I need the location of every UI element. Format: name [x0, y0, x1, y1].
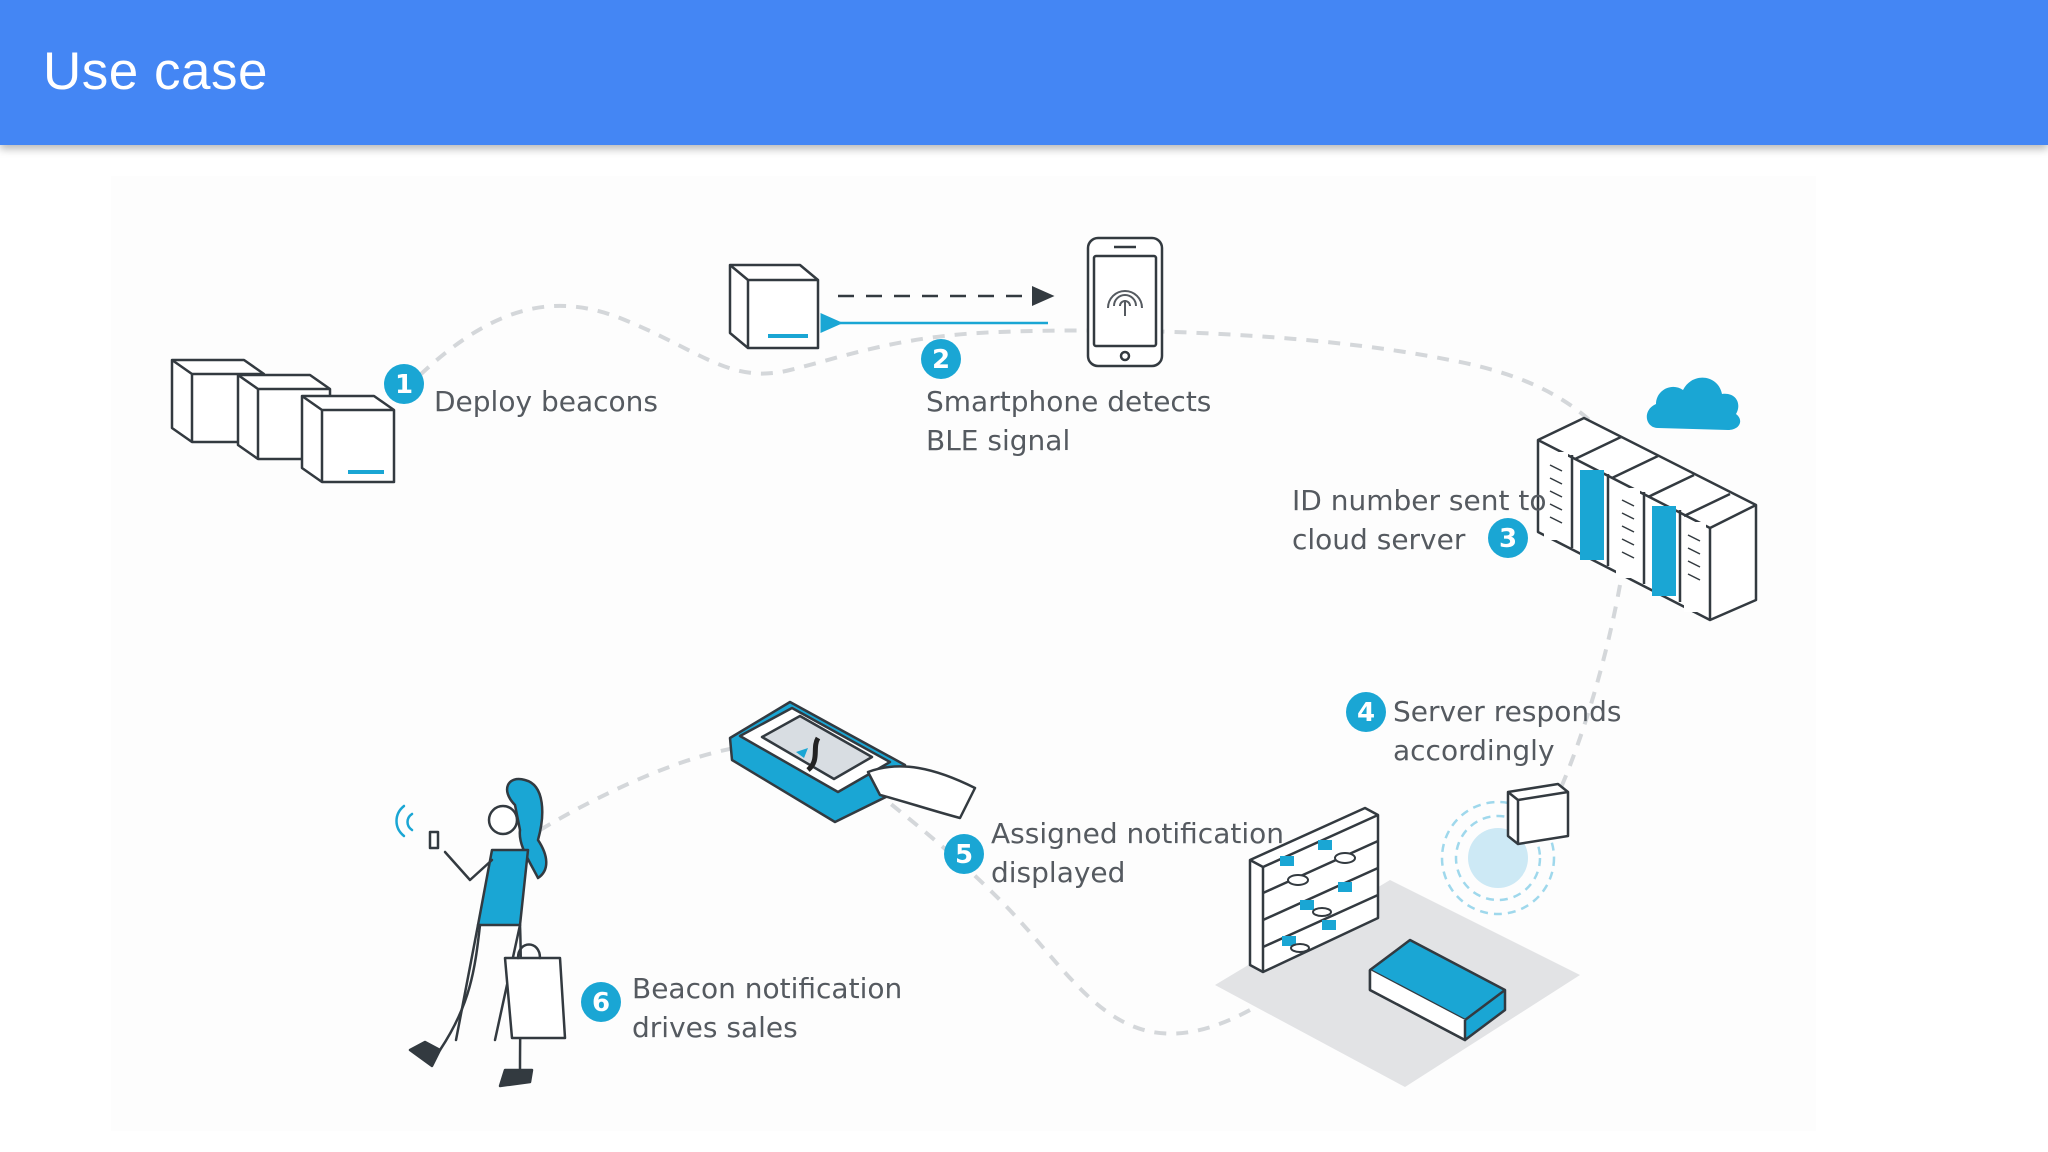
step-badge-5: 5	[944, 834, 984, 874]
step-number-3: 3	[1499, 524, 1517, 554]
step-2-label-line-1: Smartphone detects	[926, 385, 1211, 418]
beacon-group	[170, 358, 396, 484]
cloud-icon	[1646, 377, 1741, 430]
step-4-label-line-1: Server responds	[1393, 695, 1621, 728]
step-number-1: 1	[395, 370, 413, 400]
step-number-2: 2	[932, 345, 950, 375]
step-5-label-line-2: displayed	[991, 856, 1125, 889]
step-badge-4: 4	[1346, 692, 1386, 732]
step-5-label-line-1: Assigned notification	[991, 817, 1284, 850]
step-3-label-line-1: ID number sent to	[1292, 484, 1546, 517]
server-rack-icon	[1536, 416, 1758, 622]
beacon-icon	[1506, 782, 1570, 846]
step-badge-2: 2	[921, 339, 961, 379]
step-6-label-line-1: Beacon notification	[632, 972, 902, 1005]
step-4-label-line-2: accordingly	[1393, 734, 1555, 767]
step-number-5: 5	[955, 840, 973, 870]
slide-title: Use case	[43, 42, 268, 101]
step-6-label-line-2: drives sales	[632, 1011, 798, 1044]
tablet-icon	[728, 700, 977, 824]
step-number-6: 6	[592, 988, 610, 1018]
step-badge-1: 1	[384, 364, 424, 404]
smartphone-icon	[1086, 236, 1164, 368]
beacon-pulse	[1440, 800, 1556, 916]
step-badge-3: 3	[1488, 518, 1528, 558]
step-1-label: Deploy beacons	[434, 385, 658, 418]
flow-path	[418, 303, 1622, 1036]
step-2-label-line-2: BLE signal	[926, 424, 1070, 457]
shopper-icon	[395, 777, 567, 1088]
step-badge-6: 6	[581, 982, 621, 1022]
counter-icon	[1368, 938, 1507, 1042]
slide-header: Use case	[0, 0, 2048, 145]
beacon-icon	[728, 263, 820, 350]
step-3-label-line-2: cloud server	[1292, 523, 1466, 556]
beacon-icon	[300, 394, 396, 484]
shop-shelf-icon	[1248, 806, 1380, 974]
step-number-4: 4	[1357, 698, 1375, 728]
